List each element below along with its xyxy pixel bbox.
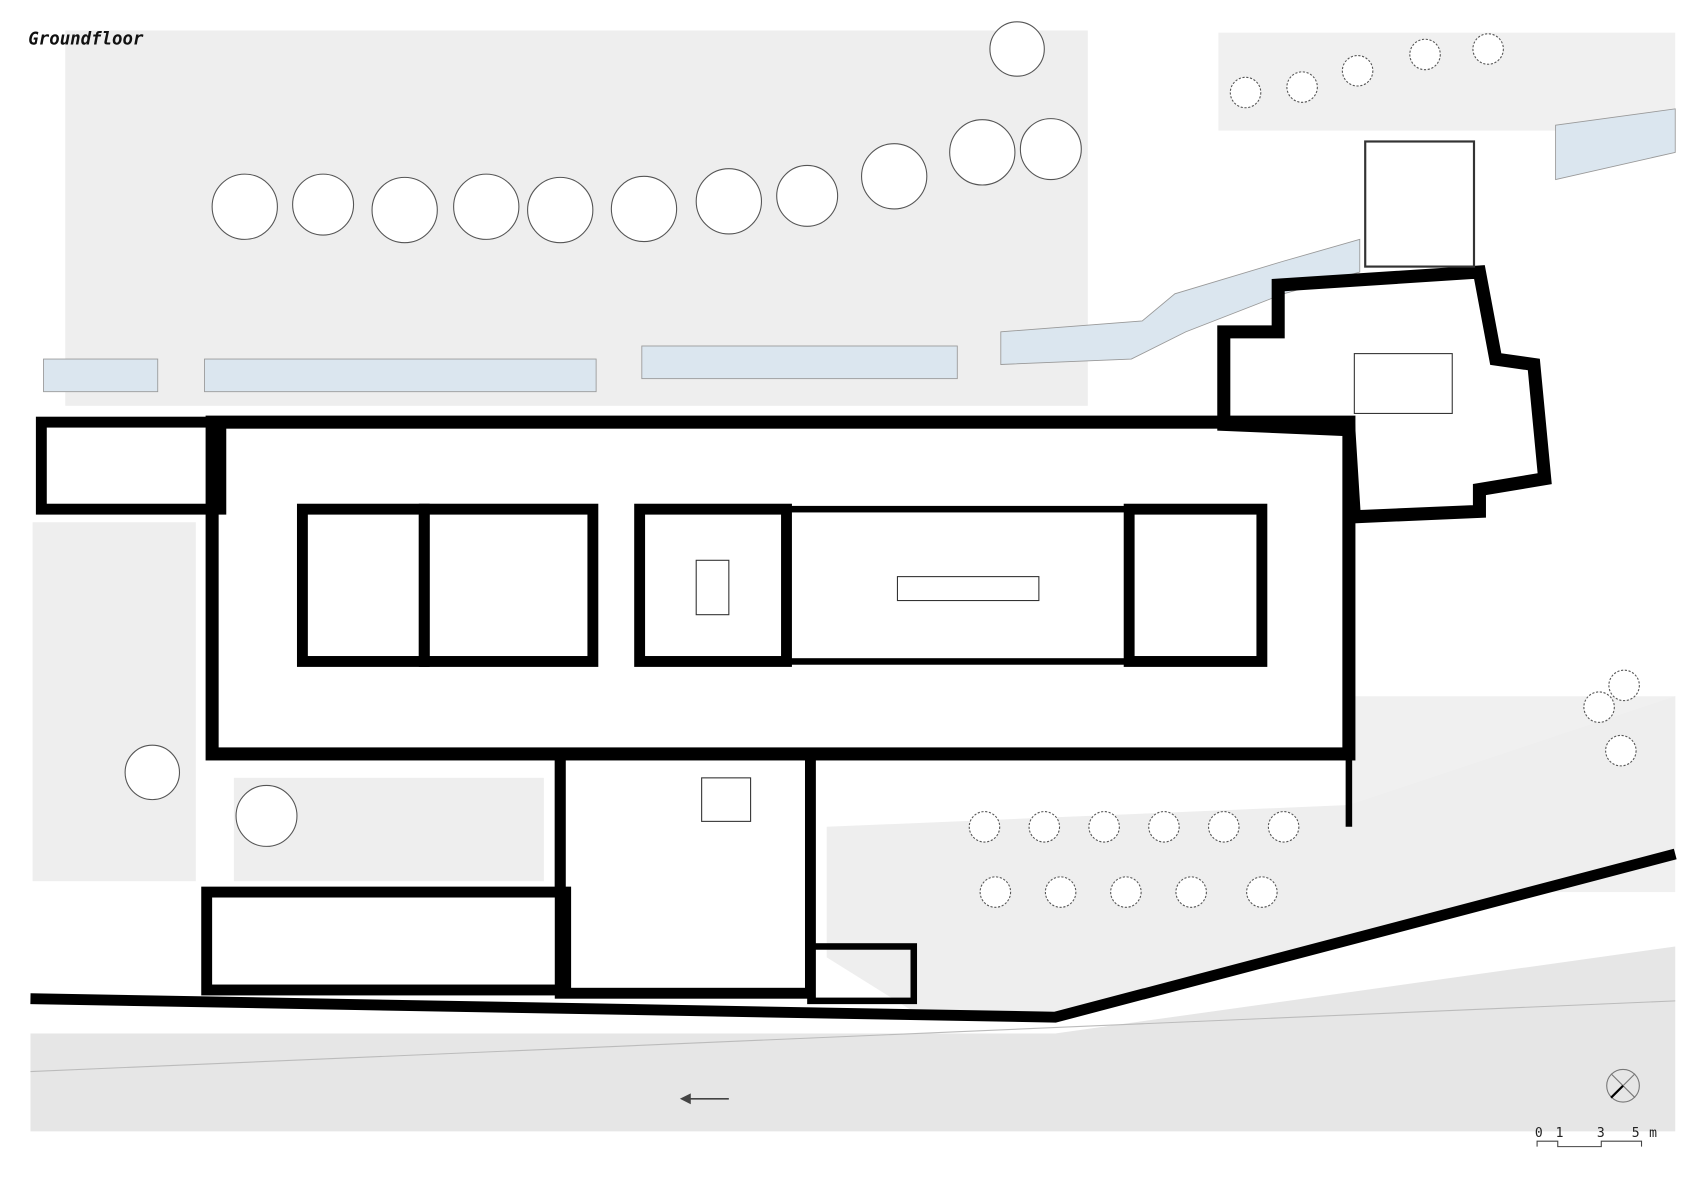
scale-label-3: 3	[1597, 1126, 1605, 1141]
tree	[235, 784, 298, 847]
tree	[292, 173, 355, 236]
shrub	[1208, 811, 1240, 843]
scale-line	[1536, 1140, 1643, 1148]
shrub	[1286, 71, 1318, 103]
shrub	[1044, 876, 1077, 908]
scale-label-1: 1	[1556, 1126, 1564, 1141]
tree	[1019, 118, 1082, 181]
meeting-table	[695, 559, 730, 616]
trees	[124, 21, 1640, 908]
shrub	[1175, 876, 1207, 908]
road-arrow-head	[679, 1093, 691, 1105]
northeast-lawn	[1218, 32, 1676, 131]
shrub	[1583, 691, 1615, 723]
shrub	[968, 811, 1001, 843]
dining-table	[896, 576, 1040, 602]
bed	[701, 777, 752, 822]
bar-counter	[1353, 353, 1453, 414]
tree	[949, 119, 1016, 186]
tree	[695, 168, 763, 235]
tree	[861, 143, 928, 210]
scale-bar: 0 1 3 5 m	[1535, 1126, 1657, 1148]
boundary-wall	[30, 848, 1677, 1023]
shrub	[1148, 811, 1180, 843]
left-lawn	[32, 522, 196, 882]
tree	[527, 176, 594, 244]
south-lawn	[826, 696, 1676, 1012]
shrub	[1409, 38, 1441, 71]
tree	[989, 21, 1045, 77]
shrub	[1341, 55, 1374, 87]
shrub	[1472, 33, 1504, 65]
tree	[211, 173, 278, 240]
road	[30, 946, 1676, 1132]
room-west-2	[418, 503, 599, 667]
scale-unit: m	[1649, 1126, 1657, 1141]
south-wing	[201, 886, 572, 996]
shrub	[1608, 669, 1640, 702]
shrub	[1229, 76, 1262, 109]
water-channel	[43, 108, 1676, 393]
service-block	[807, 943, 918, 1005]
pavilion	[1364, 140, 1476, 268]
landscape	[30, 30, 1676, 1132]
east-building	[1217, 265, 1552, 524]
tree	[453, 173, 520, 240]
shrub	[1267, 811, 1300, 843]
shrub	[979, 876, 1012, 908]
tree	[776, 164, 839, 227]
shrub	[1605, 734, 1637, 767]
tree	[371, 176, 438, 244]
west-wing	[35, 416, 227, 515]
shrub	[1028, 811, 1061, 843]
scale-label-0: 0	[1535, 1126, 1543, 1141]
shrub	[1246, 876, 1278, 908]
shrub	[1110, 876, 1142, 908]
drawing-title: Groundfloor	[28, 30, 144, 50]
main-block	[205, 415, 1356, 761]
tree	[124, 744, 181, 801]
suite-block	[554, 748, 816, 999]
room-west-1	[296, 503, 430, 667]
road-edge	[30, 1000, 1676, 1073]
tree	[610, 175, 678, 243]
north-arrow-icon	[1606, 1068, 1640, 1103]
shrub	[1088, 811, 1120, 843]
scale-label-5: 5	[1632, 1126, 1640, 1141]
room-lounge	[1123, 503, 1268, 667]
building-walls	[30, 140, 1677, 1023]
